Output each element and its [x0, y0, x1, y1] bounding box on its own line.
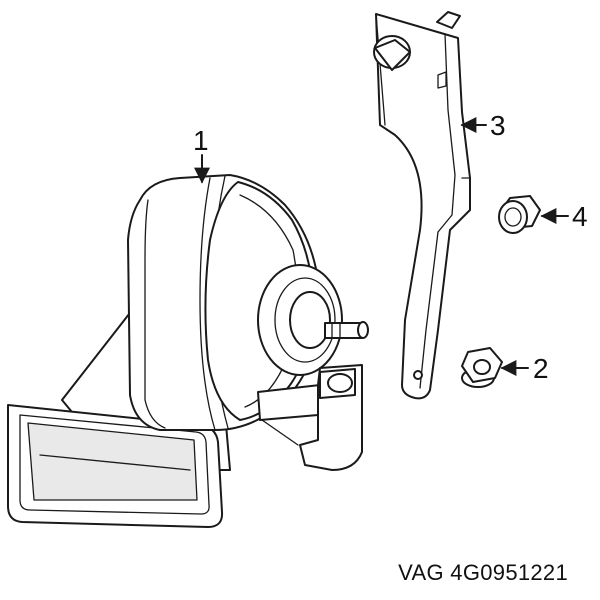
bracket-drawing	[373, 11, 471, 400]
callout-number-3: 3	[490, 110, 506, 141]
nut-2-drawing	[461, 347, 503, 388]
horn-drawing	[7, 174, 369, 528]
callout-number-4: 4	[572, 201, 588, 232]
callout-number-1: 1	[193, 125, 209, 156]
leader-lines	[194, 117, 569, 376]
part-number-caption: VAG 4G0951221	[398, 560, 568, 585]
callout-number-2: 2	[533, 353, 549, 384]
nut-4-drawing	[498, 195, 541, 234]
